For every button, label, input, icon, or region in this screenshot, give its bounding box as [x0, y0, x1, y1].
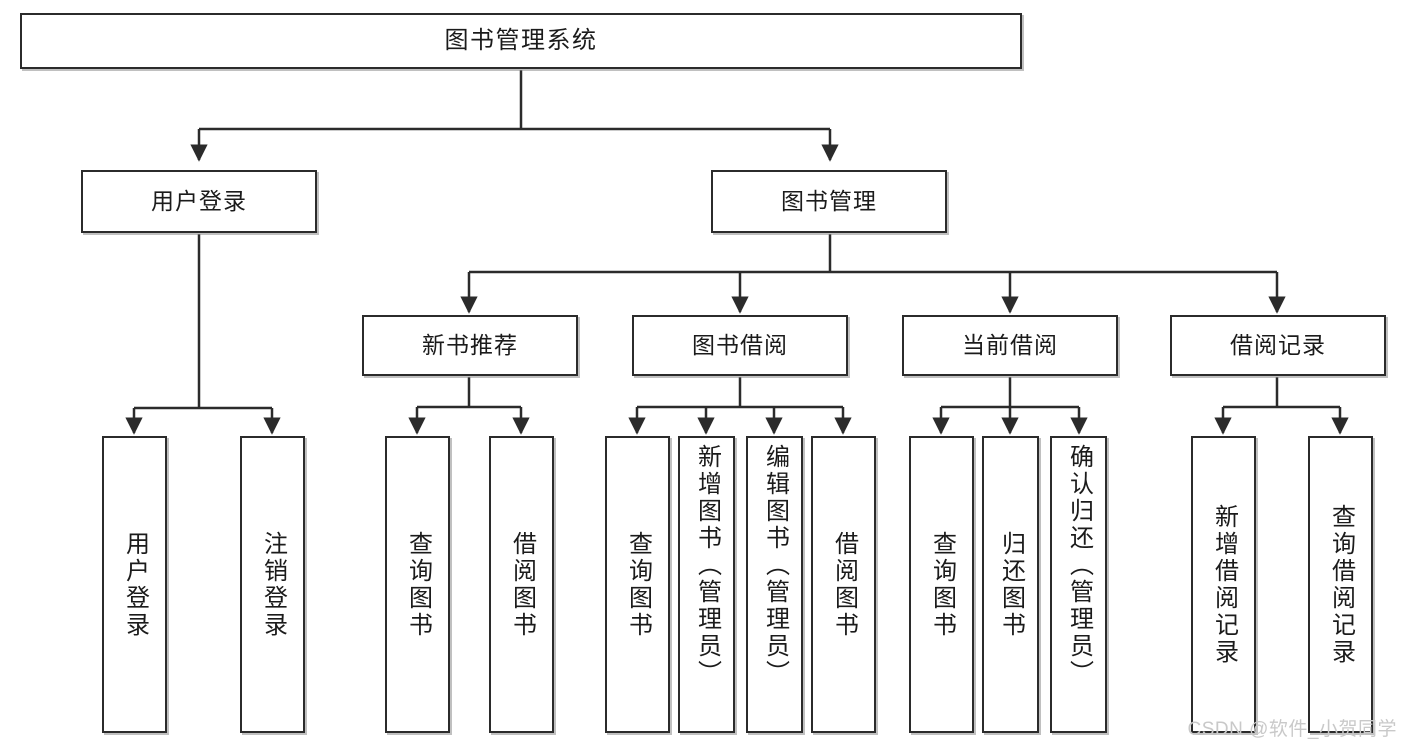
leaf-borrow-edit-book-label: 编辑图书（管理员） [761, 444, 789, 687]
leaf-records-add-label: 新增借阅记录 [1210, 503, 1238, 666]
leaf-records-search[interactable]: 查询借阅记录 [1308, 436, 1373, 733]
leaf-borrow-search-book[interactable]: 查询图书 [605, 436, 670, 733]
node-current-borrow[interactable]: 当前借阅 [902, 315, 1118, 376]
leaf-borrow-edit-book[interactable]: 编辑图书（管理员） [746, 436, 803, 733]
node-book-management[interactable]: 图书管理 [711, 170, 947, 233]
csdn-watermark: CSDN @软件_小贺同学 [1187, 719, 1397, 740]
leaf-current-return-book-label: 归还图书 [997, 530, 1025, 639]
node-user-login[interactable]: 用户登录 [81, 170, 317, 233]
node-borrow-records-label: 借阅记录 [1230, 332, 1326, 359]
leaf-new-book-borrow[interactable]: 借阅图书 [489, 436, 554, 733]
leaf-borrow-add-book-label: 新增图书（管理员） [693, 444, 721, 687]
leaf-new-book-search[interactable]: 查询图书 [385, 436, 450, 733]
leaf-borrow-add-book[interactable]: 新增图书（管理员） [678, 436, 735, 733]
node-root[interactable]: 图书管理系统 [20, 13, 1022, 69]
node-root-label: 图书管理系统 [444, 27, 598, 55]
leaf-user-login-signout-label: 注销登录 [259, 530, 287, 639]
leaf-current-return-book[interactable]: 归还图书 [982, 436, 1039, 733]
leaf-current-confirm-return[interactable]: 确认归还（管理员） [1050, 436, 1107, 733]
leaf-current-search-book-label: 查询图书 [928, 530, 956, 639]
node-borrow-records[interactable]: 借阅记录 [1170, 315, 1386, 376]
node-new-book-recommend[interactable]: 新书推荐 [362, 315, 578, 376]
leaf-records-search-label: 查询借阅记录 [1327, 503, 1355, 666]
leaf-borrow-search-book-label: 查询图书 [624, 530, 652, 639]
leaf-current-search-book[interactable]: 查询图书 [909, 436, 974, 733]
node-user-login-label: 用户登录 [151, 188, 247, 215]
leaf-borrow-borrow-book-label: 借阅图书 [830, 530, 858, 639]
leaf-new-book-search-label: 查询图书 [404, 530, 432, 639]
node-book-borrow[interactable]: 图书借阅 [632, 315, 848, 376]
node-book-management-label: 图书管理 [781, 188, 877, 215]
leaf-user-login-signin[interactable]: 用户登录 [102, 436, 167, 733]
node-new-book-recommend-label: 新书推荐 [422, 332, 518, 359]
node-current-borrow-label: 当前借阅 [962, 332, 1058, 359]
leaf-new-book-borrow-label: 借阅图书 [508, 530, 536, 639]
leaf-user-login-signout[interactable]: 注销登录 [240, 436, 305, 733]
node-book-borrow-label: 图书借阅 [692, 332, 788, 359]
leaf-current-confirm-return-label: 确认归还（管理员） [1065, 444, 1093, 687]
leaf-records-add[interactable]: 新增借阅记录 [1191, 436, 1256, 733]
leaf-user-login-signin-label: 用户登录 [121, 530, 149, 639]
leaf-borrow-borrow-book[interactable]: 借阅图书 [811, 436, 876, 733]
